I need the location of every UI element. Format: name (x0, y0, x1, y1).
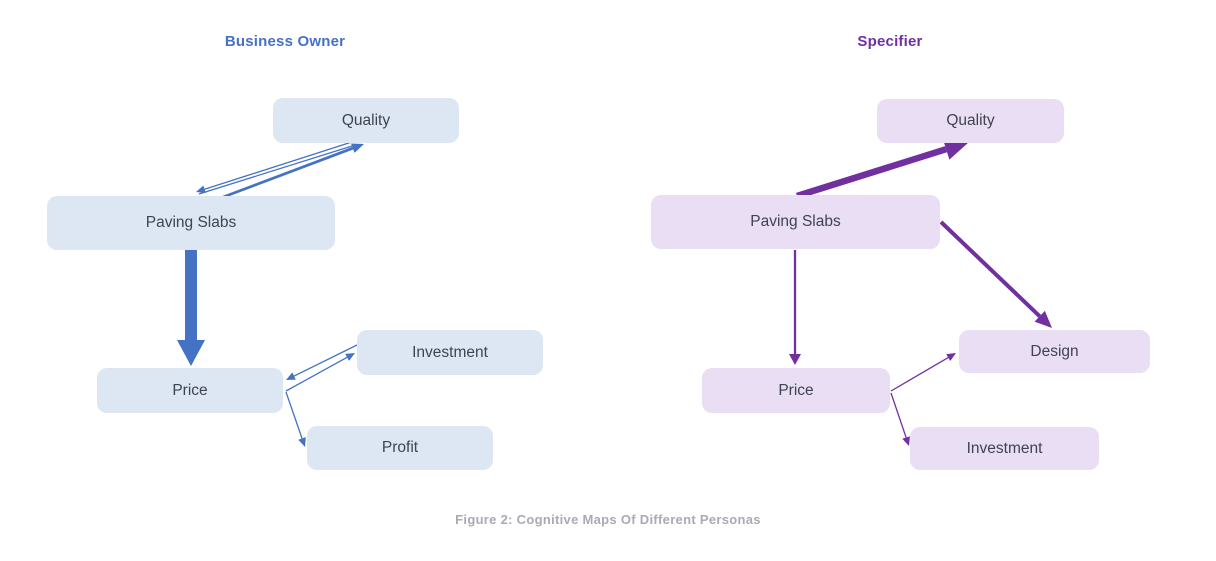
node-specifier-paving-slabs: Paving Slabs (651, 195, 940, 249)
node-business-owner-price: Price (97, 368, 283, 413)
node-business-owner-paving-slabs: Paving Slabs (47, 196, 335, 250)
edge-specifier-paving-slabs-to-design (939, 220, 1052, 328)
figure-caption: Figure 2: Cognitive Maps Of Different Pe… (455, 512, 761, 527)
edge-specifier-price-to-investment (890, 392, 910, 446)
edge-business-owner-price-to-investment (285, 353, 355, 392)
node-business-owner-profit: Profit (307, 426, 493, 470)
edge-business-owner-quality-to-paving-slabs (196, 139, 359, 194)
node-business-owner-quality: Quality (273, 98, 459, 143)
node-specifier-investment: Investment (910, 427, 1099, 470)
map-title-business-owner: Business Owner (224, 33, 346, 50)
edge-specifier-paving-slabs-to-price (789, 250, 801, 365)
edge-business-owner-paving-slabs-to-quality (217, 143, 364, 201)
edge-business-owner-paving-slabs-to-price (177, 250, 205, 366)
edge-specifier-price-to-design (890, 353, 956, 392)
node-business-owner-investment: Investment (357, 330, 543, 375)
node-specifier-price: Price (702, 368, 890, 413)
edge-business-owner-investment-to-price (286, 344, 358, 380)
edge-business-owner-price-to-profit (285, 391, 306, 447)
node-specifier-design: Design (959, 330, 1150, 373)
map-title-specifier: Specifier (857, 33, 923, 50)
edge-specifier-paving-slabs-to-quality (796, 138, 969, 200)
node-specifier-quality: Quality (877, 99, 1064, 143)
edge-business-owner-quality-to-paving-slabs-2 (198, 145, 353, 195)
